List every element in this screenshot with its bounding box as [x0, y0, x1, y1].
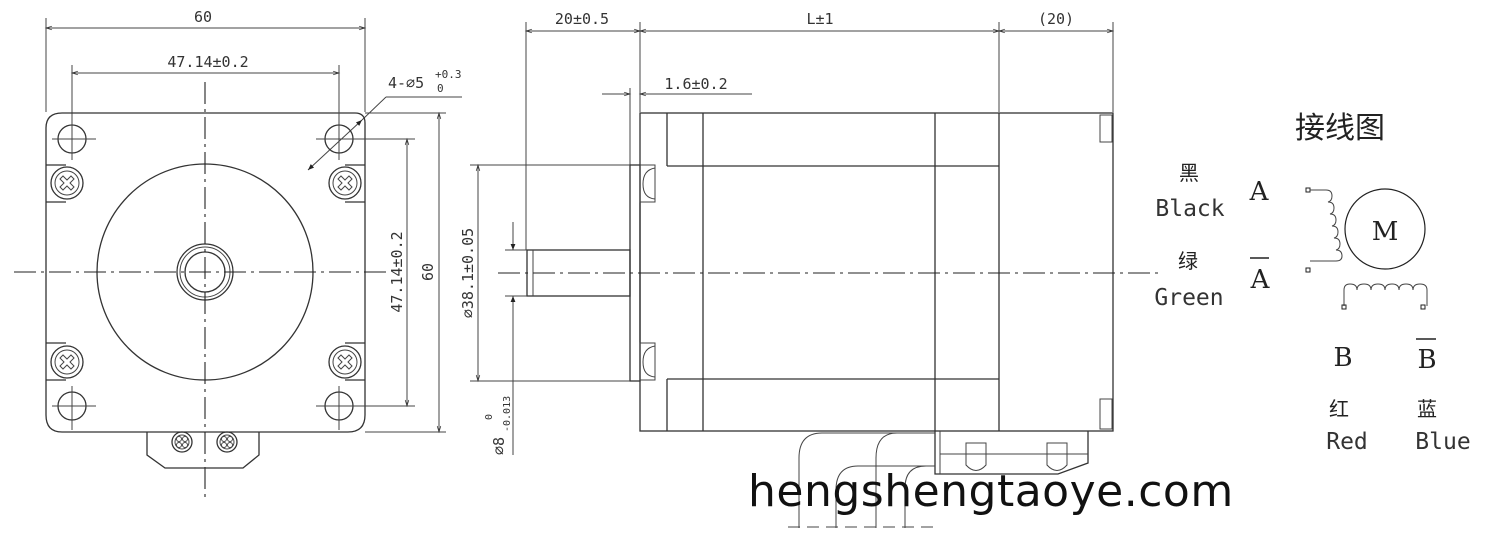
shaft-tol-lower: -0.013	[502, 396, 513, 432]
shaft-diameter-dimension: ⌀8	[490, 437, 508, 455]
phase-b-color-cn: 红	[1329, 397, 1349, 421]
phase-a-color-en: Black	[1155, 196, 1224, 222]
screw-heads	[50, 166, 362, 379]
phase-b-bar-color-cn: 蓝	[1417, 397, 1437, 421]
phase-b-color-en: Red	[1326, 429, 1368, 455]
mounting-hole-tol-upper: +0.3	[435, 68, 462, 81]
shaft-length-dimension: 20±0.5	[555, 10, 609, 28]
overall-width-dimension: 60	[194, 8, 212, 26]
shaft-tol-upper: 0	[484, 414, 495, 420]
mounting-hole-tol-lower: 0	[437, 82, 444, 95]
wiring-diagram: 接线图 黑 Black A 绿 Green A M B 红 Red B 蓝 Bl…	[1154, 111, 1470, 455]
flange-thickness-dimension: 1.6±0.2	[664, 75, 727, 93]
phase-a-bar-color-en: Green	[1154, 285, 1223, 311]
watermark: hengshengtaoye.com	[748, 466, 1234, 517]
phase-a-bar-terminal: A	[1250, 265, 1271, 295]
pilot-diameter-dimension: ⌀38.1±0.05	[459, 228, 477, 318]
phase-a-terminal: A	[1249, 177, 1270, 207]
phase-b-bar-color-en: Blue	[1415, 429, 1470, 455]
motor-label: M	[1372, 217, 1399, 247]
connector-pins	[171, 431, 238, 453]
hole-spacing-horizontal-dimension: 47.14±0.2	[167, 53, 248, 71]
phase-a-bar-color-cn: 绿	[1178, 249, 1198, 273]
hole-spacing-vertical-dimension: 47.14±0.2	[388, 231, 406, 312]
motor-symbol	[1344, 188, 1426, 270]
body-length-dimension: L±1	[806, 10, 833, 28]
overall-height-dimension: 60	[419, 263, 437, 281]
side-view: 20±0.5 L±1 (20) 1.6±0.2 ⌀38.1±0.05 ⌀8 0 …	[459, 10, 1160, 528]
rear-length-dimension: (20)	[1038, 10, 1074, 28]
front-view: 60 47.14±0.2 4-⌀5 +0.3 0	[14, 8, 462, 500]
phase-b-terminal: B	[1333, 343, 1352, 373]
phase-a-color-cn: 黑	[1179, 161, 1199, 185]
phase-b-bar-terminal: B	[1417, 345, 1436, 375]
mounting-hole-callout: 4-⌀5	[388, 74, 424, 92]
mounting-holes	[52, 90, 362, 430]
wiring-title: 接线图	[1295, 111, 1385, 146]
